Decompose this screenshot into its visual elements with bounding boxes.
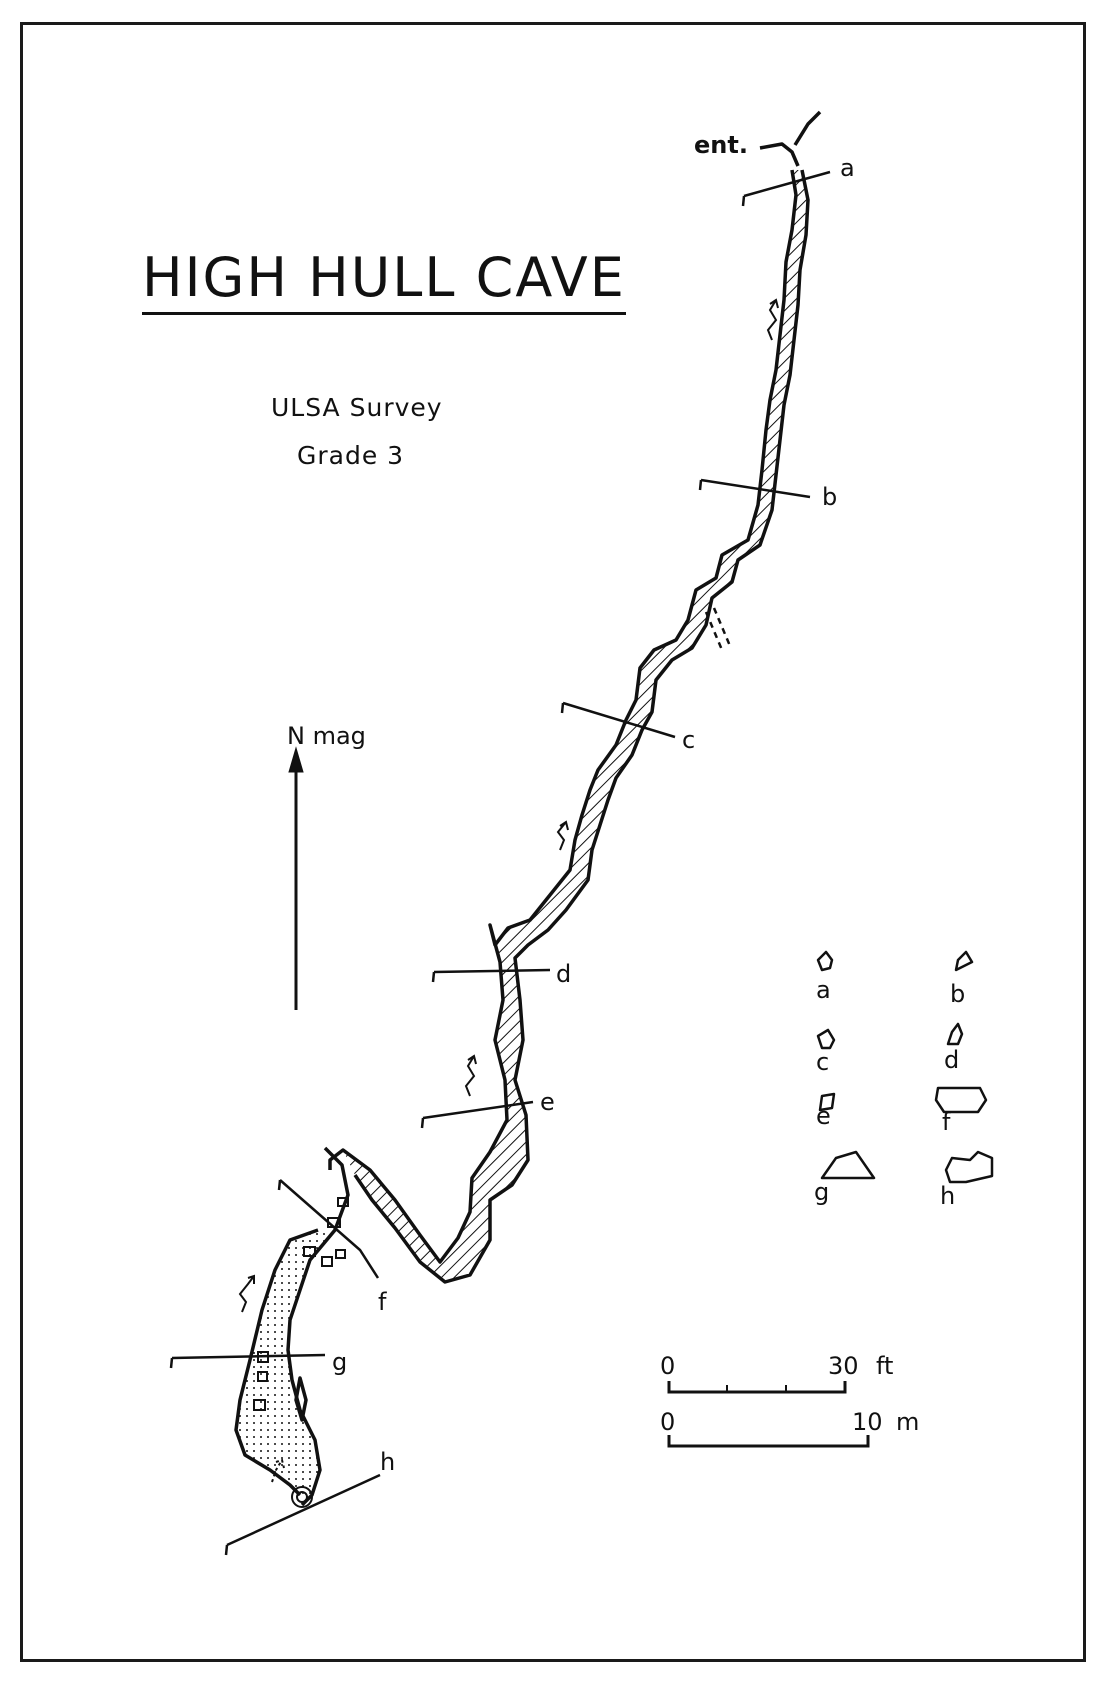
scale-bar-ft — [667, 1381, 847, 1394]
chamber-fill — [236, 1230, 335, 1495]
key-label-g: g — [814, 1178, 829, 1206]
section-label-b: b — [822, 483, 837, 511]
scale-ft-end: 30 — [828, 1352, 859, 1380]
key-label-e: e — [816, 1102, 831, 1130]
section-label-a: a — [840, 154, 855, 182]
section-label-d: d — [556, 960, 571, 988]
key-label-h: h — [940, 1182, 955, 1210]
key-label-c: c — [816, 1048, 829, 1076]
section-label-c: c — [682, 726, 695, 754]
flow-arrows — [238, 298, 779, 1483]
key-label-f: f — [942, 1108, 951, 1136]
scale-m-unit: m — [896, 1408, 919, 1436]
entrance-label: ent. — [694, 131, 748, 159]
cave-passage — [328, 110, 822, 1284]
survey-label: ULSA Survey — [271, 393, 443, 422]
section-label-f: f — [378, 1288, 387, 1316]
section-letters: a b c d e f g h — [332, 154, 855, 1476]
section-label-e: e — [540, 1088, 555, 1116]
passage-hatch — [343, 170, 808, 1282]
map-title: HIGH HULL CAVE — [142, 248, 626, 315]
section-key — [816, 950, 994, 1184]
section-label-h: h — [380, 1448, 395, 1476]
section-label-g: g — [332, 1348, 347, 1376]
key-label-a: a — [816, 976, 831, 1004]
key-label-d: d — [944, 1046, 959, 1074]
scale-bar-m — [667, 1435, 870, 1448]
side-passage — [704, 607, 732, 651]
map-frame — [20, 22, 1086, 1662]
scale-m-end: 10 — [852, 1408, 883, 1436]
section-key-labels: a b c d e f g h — [814, 976, 965, 1210]
grade-label: Grade 3 — [297, 441, 405, 470]
scale-ft-start: 0 — [660, 1352, 675, 1380]
boulders — [253, 1197, 349, 1508]
scale-m-start: 0 — [660, 1408, 675, 1436]
section-lines — [169, 170, 831, 1556]
scale-ft-unit: ft — [876, 1352, 893, 1380]
north-arrow — [288, 746, 304, 1010]
key-label-b: b — [950, 980, 965, 1008]
north-label: N mag — [287, 722, 366, 750]
